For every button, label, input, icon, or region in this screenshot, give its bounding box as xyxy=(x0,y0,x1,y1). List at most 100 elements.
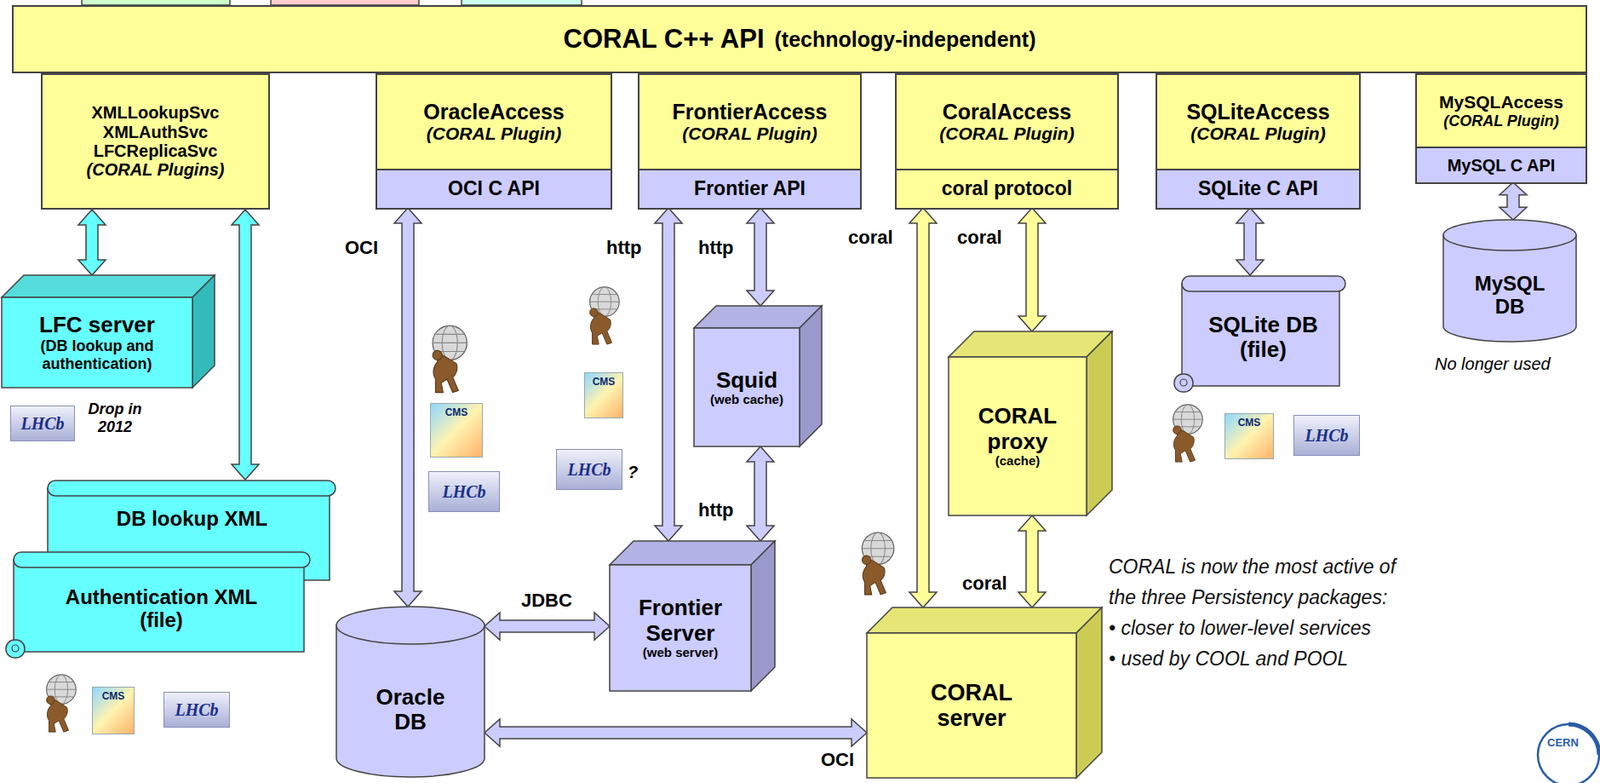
block-arrow xyxy=(909,207,937,608)
node-face: MySQLAccess(CORAL Plugin) xyxy=(1420,76,1583,145)
atlas-logo xyxy=(590,286,620,345)
cern-logo-text: CERN xyxy=(1547,735,1579,749)
node-title: MySQL C API xyxy=(1447,155,1556,175)
node-subtitle: (CORAL Plugins) xyxy=(86,160,225,179)
block-arrow xyxy=(1236,207,1264,276)
node-title: SQLite C API xyxy=(1198,177,1319,201)
lhcb-logo: LHCb xyxy=(1293,414,1360,456)
node-title: MySQLAccess xyxy=(1439,91,1564,113)
cube-top xyxy=(1,275,215,298)
scroll-roll xyxy=(1181,275,1346,292)
node-title: CoralAccess xyxy=(942,99,1072,124)
edge-label: JDBC xyxy=(521,589,573,612)
lhcb-logo: LHCb xyxy=(10,405,75,442)
lhcb-logo: LHCb xyxy=(163,691,230,728)
edge-label: coral xyxy=(957,226,1003,249)
cache-box: Squid(web cache) xyxy=(693,305,822,447)
node-face: Authentication XML (file) xyxy=(23,569,299,649)
node-title: LFC server xyxy=(39,312,155,338)
node-title: Authentication XML (file) xyxy=(42,585,282,632)
node-title: MySQL DB xyxy=(1462,272,1557,319)
cube-side xyxy=(192,275,215,388)
cube-side xyxy=(1086,331,1113,516)
cylinder-body xyxy=(336,625,485,777)
node-subtitle: (CORAL Plugin) xyxy=(939,123,1074,144)
node-face: XMLLookupSvc XMLAuthSvc LFCReplicaSvc(CO… xyxy=(45,78,265,205)
node-title: Frontier Server xyxy=(620,595,740,645)
api-band: CORAL C++ API(technology-independent) xyxy=(11,5,1588,74)
cms-logo: CMS xyxy=(584,372,624,419)
scroll-curl xyxy=(11,644,19,652)
node-face: Squid(web cache) xyxy=(699,332,795,442)
node-face: DB lookup XML xyxy=(59,494,325,543)
block-arrow xyxy=(231,209,259,480)
node-subtitle: (CORAL Plugin) xyxy=(426,123,562,144)
node-face: Frontier Server(web server) xyxy=(614,569,746,686)
plugin-box: SQLiteAccess(CORAL Plugin)SQLite C API xyxy=(1155,73,1361,210)
plugin-box: OracleAccess(CORAL Plugin) OCI C API xyxy=(375,73,613,210)
edge-label: OCI xyxy=(344,236,379,259)
scroll-roll xyxy=(47,480,336,496)
node-subtitle: (DB lookup and authentication) xyxy=(7,337,187,372)
edge-label: coral xyxy=(962,572,1008,595)
node-subtitle: (CORAL Plugin) xyxy=(682,123,817,144)
edge-label: OCI xyxy=(820,748,855,771)
scroll-curl xyxy=(1180,378,1188,386)
node-face: OCI C API xyxy=(380,172,608,207)
block-arrow xyxy=(746,207,775,306)
node-title: SQLite DB (file) xyxy=(1204,312,1324,362)
server-box: CORAL server xyxy=(866,607,1102,778)
block-arrow xyxy=(1018,207,1046,332)
cube-side xyxy=(1076,607,1102,778)
cube-front xyxy=(609,564,752,691)
scroll-body xyxy=(13,559,304,652)
cache-box: CORAL proxy(cache) xyxy=(948,331,1113,516)
node-face: Frontier API xyxy=(642,172,857,207)
plugin-box: FrontierAccess(CORAL Plugin) Frontier API xyxy=(637,73,862,210)
api-box: MySQL C API xyxy=(1416,146,1586,183)
note-label: Drop in 2012 xyxy=(76,400,154,436)
cube-top xyxy=(948,331,1113,357)
cube-top xyxy=(609,540,775,565)
node-subtitle: (cache) xyxy=(995,453,1041,469)
node-face: MySQL DB xyxy=(1448,253,1572,337)
atlas-logo xyxy=(432,325,467,392)
bullet-text: • closer to lower-level services xyxy=(1108,612,1371,643)
node-title: FrontierAccess xyxy=(671,99,827,124)
node-face: coral protocol xyxy=(900,172,1114,207)
cms-logo: CMS xyxy=(91,686,135,735)
cylinder-top xyxy=(1443,219,1577,251)
api-box: OCI C API xyxy=(377,168,611,208)
node-face: CORAL server xyxy=(871,637,1072,773)
block-arrow xyxy=(746,446,775,541)
node-title: CORAL C++ API xyxy=(563,24,765,55)
node-title: OracleAccess xyxy=(423,99,564,124)
block-arrow xyxy=(484,718,867,746)
cube-side xyxy=(799,305,822,447)
cube-front xyxy=(948,356,1087,516)
server-box: Frontier Server(web server) xyxy=(609,540,775,691)
edge-label: coral xyxy=(848,226,894,249)
node-title: Oracle DB xyxy=(359,684,462,735)
node-face: OracleAccess(CORAL Plugin) xyxy=(380,78,608,166)
node-title: coral protocol xyxy=(941,177,1073,201)
server-box: LFC server(DB lookup and authentication) xyxy=(1,275,215,388)
node-title: SQLiteAccess xyxy=(1186,99,1330,124)
edge-label: http xyxy=(698,498,735,522)
cylinder-top xyxy=(336,606,485,644)
lhcb-logo: LHCb xyxy=(428,470,500,512)
file-scroll: SQLite DB (file) xyxy=(1173,275,1347,393)
note-text: CORAL is now the most active of the thre… xyxy=(1108,550,1417,613)
api-box: Frontier API xyxy=(639,168,861,208)
bullet-text: • used by COOL and POOL xyxy=(1108,642,1348,674)
note-label: No longer used xyxy=(1434,354,1551,374)
database-cylinder: Oracle DB xyxy=(336,606,485,777)
node-face: LFC server(DB lookup and authentication) xyxy=(6,302,188,383)
atlas-logo xyxy=(1173,404,1204,462)
cube-front xyxy=(1,297,193,388)
file-scroll: Authentication XML (file) xyxy=(5,550,311,659)
node-title: OCI C API xyxy=(447,177,540,201)
cube-top xyxy=(866,607,1102,633)
note-label: ? xyxy=(627,462,638,482)
